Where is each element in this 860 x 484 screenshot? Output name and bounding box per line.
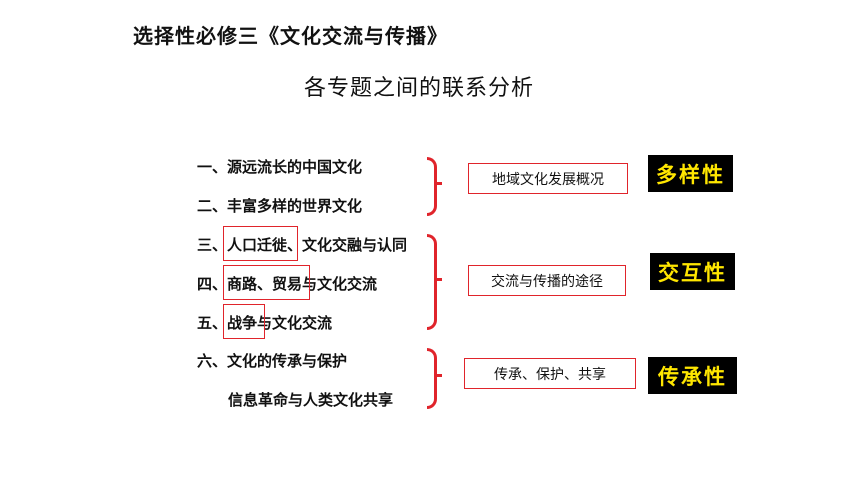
page-title: 选择性必修三《文化交流与传播》 [133, 24, 448, 48]
badge-inheritance: 传承性 [648, 357, 737, 394]
topic-3-prefix: 三、 [197, 236, 228, 254]
topic-4: 四、商路、贸易与文化交流 [197, 273, 377, 294]
group-1-box: 地域文化发展概况 [468, 163, 628, 194]
highlight-frame-migration [223, 226, 298, 261]
topic-5-prefix: 五、 [197, 314, 228, 332]
group-2-box: 交流与传播的途径 [468, 265, 626, 296]
topic-5-rest: 与文化交流 [257, 314, 333, 332]
badge-interactivity: 交互性 [650, 253, 735, 290]
group-3-box: 传承、保护、共享 [464, 358, 636, 389]
topic-6: 六、文化的传承与保护 [197, 352, 348, 370]
topic-5: 五、战争与文化交流 [197, 312, 332, 333]
page-subtitle: 各专题之间的联系分析 [304, 76, 535, 101]
highlight-frame-war [223, 304, 265, 339]
bracket-tip-1 [434, 182, 442, 185]
bracket-group-3 [427, 348, 437, 409]
highlight-frame-trade [223, 265, 310, 300]
topic-2: 二、丰富多样的世界文化 [197, 197, 363, 215]
bracket-tip-3 [434, 374, 442, 377]
topic-5-highlight: 战争 [227, 314, 258, 332]
topic-3: 三、人口迁徙、文化交融与认同 [197, 234, 407, 255]
topic-3-highlight: 人口迁徙 [227, 236, 288, 254]
topic-1: 一、源远流长的中国文化 [197, 158, 363, 176]
bracket-tip-2 [434, 278, 442, 281]
topic-7: 信息革命与人类文化共享 [228, 391, 394, 409]
topic-4-highlight: 商路、贸易 [227, 275, 303, 293]
bracket-group-1 [427, 157, 437, 216]
topic-4-rest: 与文化交流 [302, 275, 378, 293]
topic-4-prefix: 四、 [197, 275, 228, 293]
topic-3-rest: 、文化交融与认同 [287, 236, 408, 254]
bracket-group-2 [427, 234, 437, 330]
badge-diversity: 多样性 [648, 155, 733, 192]
